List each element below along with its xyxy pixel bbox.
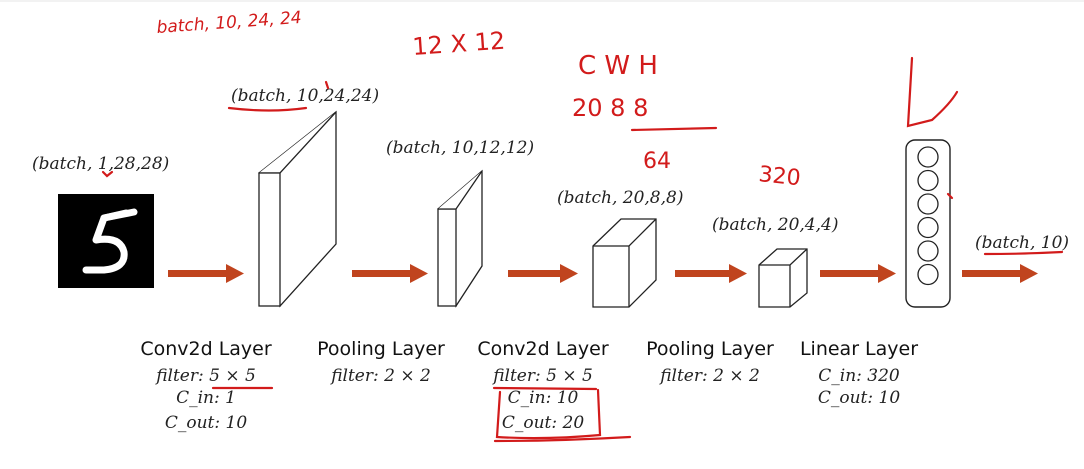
layer-1-param-2: C_in: 1 [176,388,236,408]
layer-3-name: Conv2d Layer [477,338,609,360]
underline-box-bottom [493,435,632,443]
underline-conv1-shape [227,106,308,112]
box-cin-cout [495,388,602,440]
neuron-4 [917,216,939,239]
layer-4-param-1: filter: 2 × 2 [658,366,760,386]
conv2-feature-map [592,218,657,308]
arrow-5 [820,264,896,283]
arrow-2 [352,264,428,283]
arrow-3 [508,264,578,283]
layer-2-name: Pooling Layer [317,338,445,360]
linear-layer-neurons [905,139,951,308]
pool1-feature-map [437,169,483,308]
neuron-2 [917,169,939,192]
note-cwh-header: C W H [578,51,658,81]
layer-5-name: Linear Layer [800,338,918,360]
shape-conv1: (batch, 10,24,24) [231,86,379,106]
note-12x12: 12 X 12 [411,27,506,61]
layer-5-param-1: C_in: 320 [818,366,900,386]
note-64: 64 [643,149,671,174]
underline-output-shape [983,250,1064,256]
layer-1-name: Conv2d Layer [140,338,272,360]
layer-3-caption: Conv2d Layer filter: 5 × 5 C_in: 10 C_ou… [477,338,609,433]
shape-output: (batch, 10) [975,233,1069,253]
layer-4-caption: Pooling Layer filter: 2 × 2 [646,338,774,386]
conv1-feature-map [258,110,337,308]
pool2-feature-map [758,248,808,308]
arrow-4 [675,264,747,283]
note-cwh-values: 20 8 8 [572,94,648,122]
underline-filter-2 [492,386,598,391]
layer-5-param-2: C_out: 10 [818,388,900,408]
handwritten-annotations: batch, 10, 24, 24 12 X 12 C W H 20 8 8 6… [101,8,1064,443]
underline-cwh [630,126,718,132]
arrow-6 [962,264,1038,283]
neuron-1 [917,146,939,168]
layer-3-param-1: filter: 5 × 5 [491,366,593,386]
layer-2-caption: Pooling Layer filter: 2 × 2 [317,338,445,386]
layer-1-param-1: filter: 5 × 5 [154,366,256,386]
input-image [58,194,154,288]
layer-2-param-1: filter: 2 × 2 [329,366,431,386]
note-320: 320 [757,162,801,191]
arrow-1 [168,264,244,283]
neuron-3 [917,193,939,215]
layer-1-param-3: C_out: 10 [165,413,247,433]
note-top-left: batch, 10, 24, 24 [156,8,302,38]
red-dot-mark [946,192,954,200]
shape-conv2: (batch, 20,8,8) [557,188,683,208]
layer-1-caption: Conv2d Layer filter: 5 × 5 C_in: 1 C_out… [140,338,272,433]
layer-5-caption: Linear Layer C_in: 320 C_out: 10 [800,338,918,408]
neuron-6 [917,263,939,286]
flow-arrows [168,264,1038,283]
shape-input: (batch, 1,28,28) [32,154,169,174]
layer-4-name: Pooling Layer [646,338,774,360]
checkmark-arrow-icon [906,56,959,128]
shape-pool2: (batch, 20,4,4) [712,215,838,235]
neuron-5 [917,240,939,262]
tick-input-channel [101,170,114,178]
layer-3-param-3: C_out: 20 [502,413,584,433]
tick-conv1-channel [324,80,330,90]
shape-pool1: (batch, 10,12,12) [386,138,534,158]
layer-3-param-2: C_in: 10 [508,388,579,408]
digit-5-icon [82,208,138,274]
